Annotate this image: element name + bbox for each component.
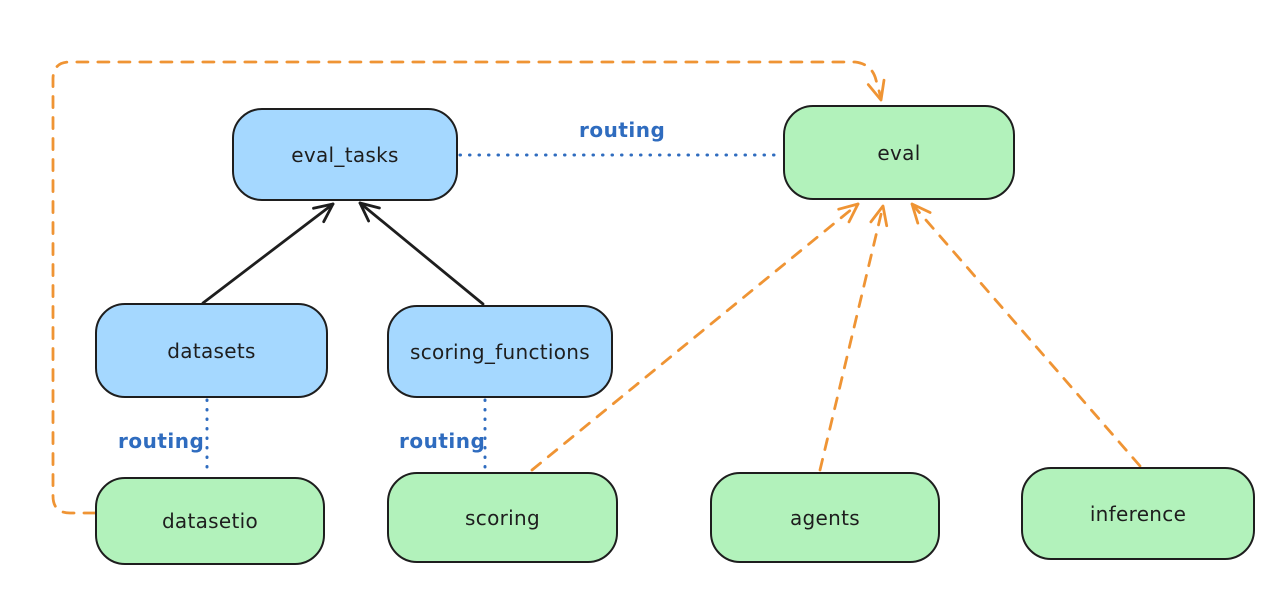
- node-scoring-label: scoring: [465, 505, 540, 530]
- node-datasets[interactable]: datasets: [95, 303, 328, 398]
- node-scoring[interactable]: scoring: [387, 472, 618, 563]
- node-eval-label: eval: [877, 140, 921, 165]
- edge-datasetio-to-eval-loop: [51, 60, 886, 515]
- edge-inference-to-eval: [910, 202, 1142, 468]
- node-scoring-functions-label: scoring_functions: [409, 339, 591, 364]
- edge-scoring-to-eval: [530, 202, 860, 472]
- edge-label-routing-scoring-functions-scoring: routing: [399, 429, 486, 453]
- node-eval[interactable]: eval: [783, 105, 1015, 200]
- node-datasetio-label: datasetio: [161, 509, 259, 533]
- node-datasets-label: datasets: [167, 338, 256, 363]
- edge-label-routing-eval-tasks-eval: routing: [579, 118, 666, 142]
- edge-datasets-to-eval-tasks: [201, 202, 335, 305]
- node-agents[interactable]: agents: [710, 472, 940, 563]
- edge-scoring-functions-to-eval-tasks: [358, 201, 485, 306]
- node-agents-label: agents: [790, 505, 860, 530]
- node-inference-label: inference: [1089, 501, 1187, 526]
- edge-label-routing-datasets-datasetio: routing: [118, 429, 205, 453]
- node-eval-tasks-label: eval_tasks: [291, 142, 399, 167]
- node-inference[interactable]: inference: [1021, 467, 1255, 560]
- edge-agents-to-eval: [818, 204, 889, 472]
- node-eval-tasks[interactable]: eval_tasks: [232, 108, 458, 201]
- node-datasetio[interactable]: datasetio: [95, 477, 325, 565]
- node-scoring-functions[interactable]: scoring_functions: [387, 305, 613, 398]
